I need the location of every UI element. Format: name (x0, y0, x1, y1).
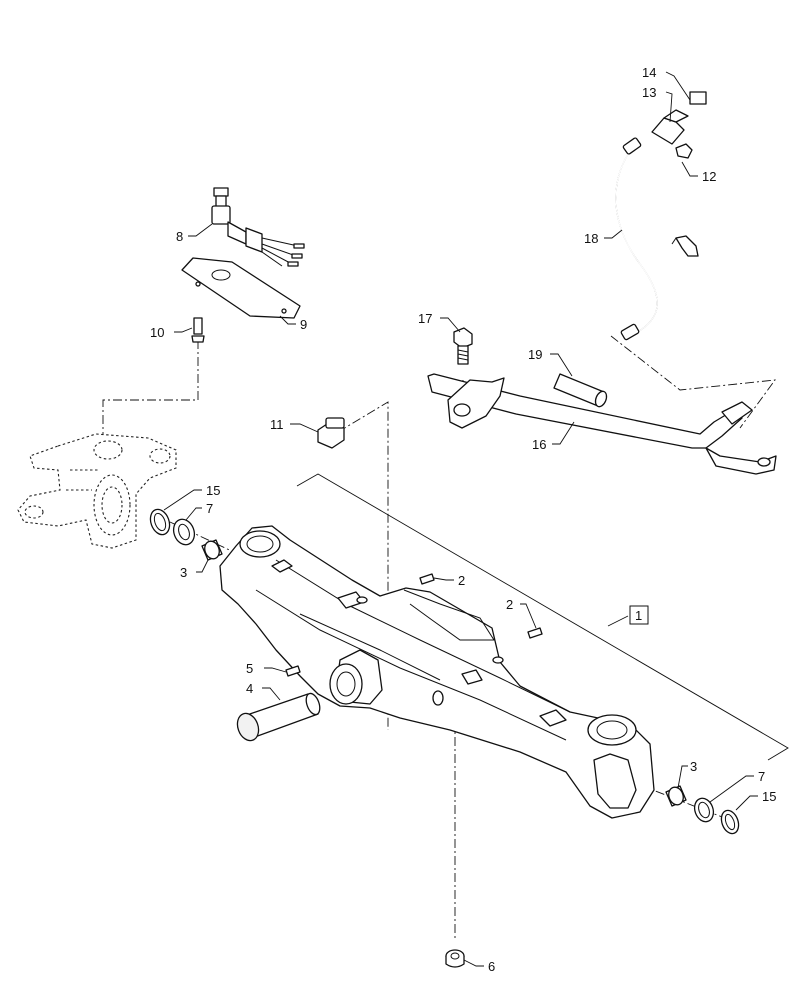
steering-knuckle-phantom (17, 433, 177, 549)
callout-14: 14 (642, 65, 656, 80)
pins (285, 573, 543, 677)
plug-11 (317, 417, 345, 449)
left-seals (149, 508, 223, 561)
callout-7-left: 7 (206, 501, 213, 516)
callout-15-left: 15 (206, 483, 220, 498)
callout-5: 5 (246, 661, 253, 676)
callout-19: 19 (528, 347, 542, 362)
callout-4: 4 (246, 681, 253, 696)
leader-lines (163, 71, 758, 967)
right-seals (665, 785, 740, 835)
callout-17: 17 (418, 311, 432, 326)
bolt-17 (453, 327, 473, 365)
callout-15-right: 15 (762, 789, 776, 804)
callout-1-box (629, 605, 649, 625)
assembly-bracket (296, 473, 789, 761)
axle-housing (219, 525, 655, 819)
callout-18: 18 (584, 231, 598, 246)
rod-bracket-16 (427, 373, 777, 475)
callout-9: 9 (300, 317, 307, 332)
callout-13: 13 (642, 85, 656, 100)
callout-labels: 14 13 12 18 8 10 9 17 19 11 16 15 7 3 2 … (150, 65, 776, 974)
callout-16: 16 (532, 437, 546, 452)
sensor-assembly (181, 187, 305, 343)
callout-6: 6 (488, 959, 495, 974)
callout-12: 12 (702, 169, 716, 184)
callout-1: 1 (635, 608, 642, 623)
tube-19 (553, 373, 608, 408)
callout-3-right: 3 (690, 759, 697, 774)
callout-2-lower: 2 (506, 597, 513, 612)
callout-3-left: 3 (180, 565, 187, 580)
cylinder-4 (236, 692, 321, 742)
hose-assembly (615, 91, 707, 341)
callout-10: 10 (150, 325, 164, 340)
drain-plug-6 (445, 949, 465, 968)
callout-7-right: 7 (758, 769, 765, 784)
callout-2-upper: 2 (458, 573, 465, 588)
callout-11: 11 (270, 417, 284, 432)
callout-8: 8 (176, 229, 183, 244)
